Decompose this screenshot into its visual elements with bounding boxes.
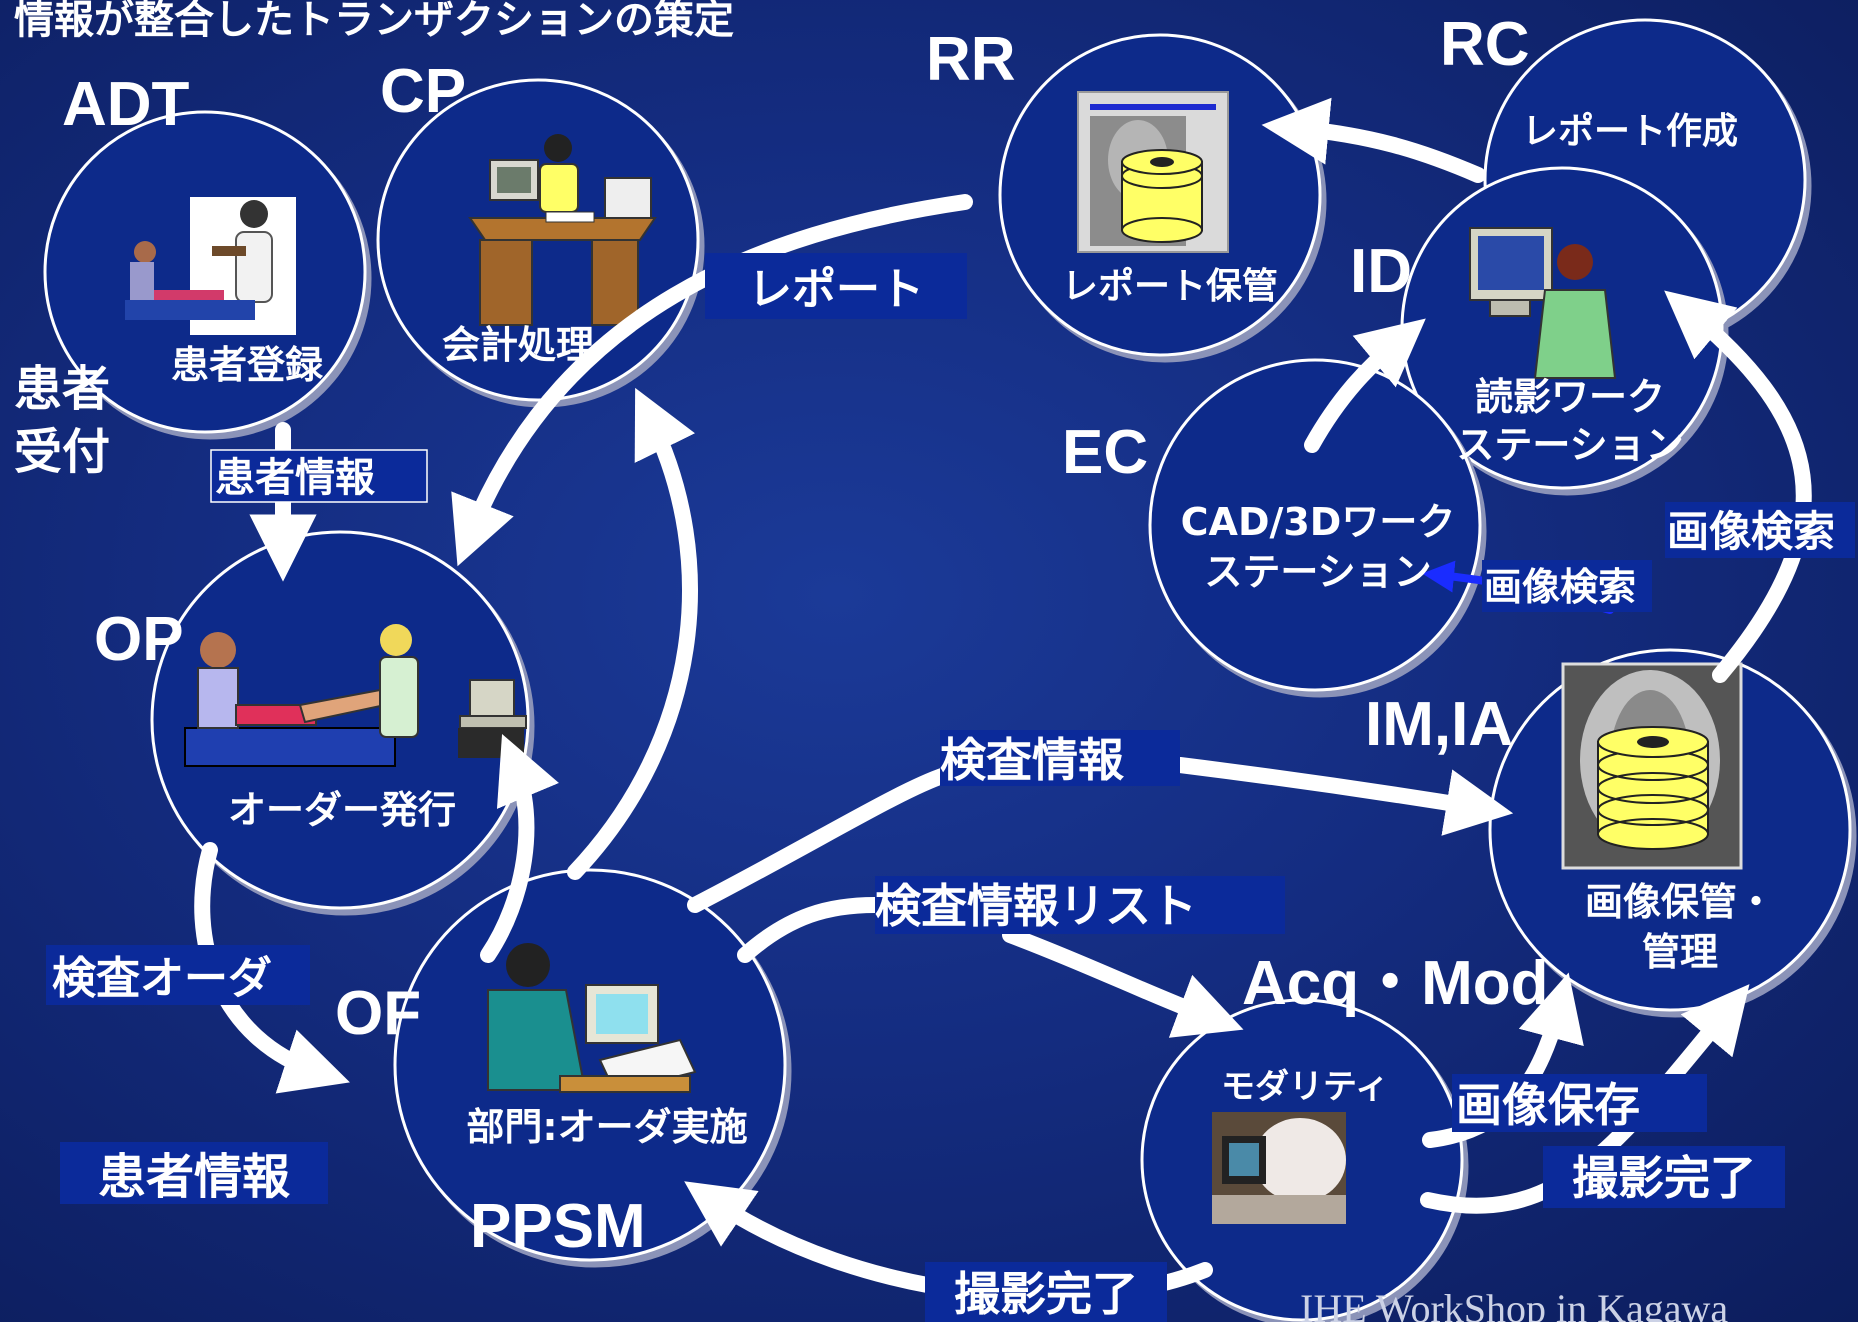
arrow-of-to-op <box>480 733 559 963</box>
xray-disk-archive-icon <box>1561 662 1743 870</box>
svg-text:画像検索: 画像検索 <box>1667 507 1835 556</box>
xray-disk-icon <box>1077 91 1229 253</box>
svg-text:撮影完了: 撮影完了 <box>1572 1151 1756 1205</box>
actor-code-id: ID <box>1350 237 1412 306</box>
label-box-exam-info[interactable]: 検査情報 <box>940 730 1180 787</box>
svg-text:検査情報: 検査情報 <box>940 733 1124 787</box>
actor-code-rr: RR <box>926 25 1016 94</box>
node-cad-workstation[interactable] <box>1148 358 1482 692</box>
label-box-acq-complete-2[interactable]: 撮影完了 <box>925 1262 1167 1322</box>
node-label-modality: モダリティ <box>1221 1067 1389 1107</box>
node-label-dept-order: 部門:オーダ実施 <box>466 1105 747 1149</box>
label-box-exam-info-list[interactable]: 検査情報リスト <box>875 876 1285 934</box>
svg-text:画像検索: 画像検索 <box>1484 565 1636 609</box>
label-box-report[interactable]: レポート <box>705 253 967 319</box>
node-label-image-mgmt-2: 管理 <box>1642 930 1718 974</box>
node-label-reading-ws-1: 読影ワーク <box>1475 375 1665 419</box>
label-box-exam-order[interactable]: 検査オーダ <box>46 945 310 1005</box>
node-label-patient-reg: 患者登録 <box>171 343 324 387</box>
arrow-report-to-op <box>451 194 973 567</box>
svg-text:画像保存: 画像保存 <box>1456 1078 1640 1132</box>
label-box-acq-complete-1[interactable]: 撮影完了 <box>1543 1146 1785 1208</box>
actor-code-of: OF <box>335 979 421 1048</box>
svg-text:撮影完了: 撮影完了 <box>954 1267 1138 1321</box>
node-label-accounting: 会計処理 <box>442 323 594 367</box>
svg-text:検査情報リスト: 検査情報リスト <box>875 879 1197 933</box>
node-label-report-store: レポート保管 <box>1062 265 1278 307</box>
actor-code-op: OP <box>94 605 184 674</box>
arrow-exam-info <box>687 767 953 913</box>
label-box-patient-info-1[interactable]: 患者情報 <box>210 449 428 503</box>
node-label-image-mgmt-1: 画像保管・ <box>1585 880 1775 924</box>
arrow-exam-info-list <box>737 897 883 963</box>
actor-code-ppsm: PPSM <box>470 1192 646 1261</box>
radiologist-workstation-icon <box>1469 227 1617 379</box>
svg-text:検査オーダ: 検査オーダ <box>52 953 272 1004</box>
patient-nurse-icon <box>125 197 296 335</box>
svg-text:患者情報: 患者情報 <box>215 455 375 501</box>
actor-code-acqmod: Acq・Mod <box>1242 949 1549 1018</box>
accountant-desk-icon <box>468 134 657 326</box>
actor-code-ec: EC <box>1062 418 1148 487</box>
clerk-computer-icon <box>487 943 697 1094</box>
label-box-patient-info-2[interactable]: 患者情報 <box>60 1142 328 1205</box>
side-label-line1: 患者 <box>14 361 110 417</box>
svg-text:患者情報: 患者情報 <box>98 1149 290 1205</box>
label-box-image-search-2[interactable]: 画像検索 <box>1482 560 1652 612</box>
footer-credit: IHE WorkShop in Kagawa <box>1300 1286 1728 1322</box>
node-label-report-create: レポート作成 <box>1522 110 1738 152</box>
arrow-ec-to-id <box>1304 318 1426 453</box>
arrow-ppsm-to-rr <box>567 387 698 880</box>
page-title: 情報が整合したトランザクションの策定 <box>14 0 734 43</box>
node-label-reading-ws-2: ステーション <box>1456 423 1683 467</box>
actor-code-rc: RC <box>1440 10 1530 79</box>
label-box-image-store[interactable]: 画像保存 <box>1452 1074 1707 1132</box>
arrow-rc-to-rr <box>1261 97 1486 183</box>
node-order-issue[interactable] <box>150 530 530 910</box>
node-label-cad-ws-1: CAD/3Dワーク <box>1181 500 1456 544</box>
side-label-line2: 受付 <box>14 424 110 480</box>
actor-code-imia: IM,IA <box>1365 690 1513 759</box>
label-box-image-search-1[interactable]: 画像検索 <box>1665 502 1855 558</box>
arrow-exam-info-2 <box>1172 757 1514 836</box>
modality-scanner-icon <box>1212 1112 1346 1224</box>
actor-code-cp: CP <box>380 57 466 126</box>
arrow-im-to-id <box>1664 290 1812 683</box>
node-label-cad-ws-2: ステーション <box>1204 550 1431 594</box>
svg-text:レポート: レポート <box>748 264 924 315</box>
arrow-exam-info-list-2 <box>1002 927 1244 1038</box>
actor-code-adt: ADT <box>62 70 190 139</box>
node-label-order-issue: オーダー発行 <box>228 788 456 832</box>
node-department-order[interactable] <box>393 868 787 1262</box>
